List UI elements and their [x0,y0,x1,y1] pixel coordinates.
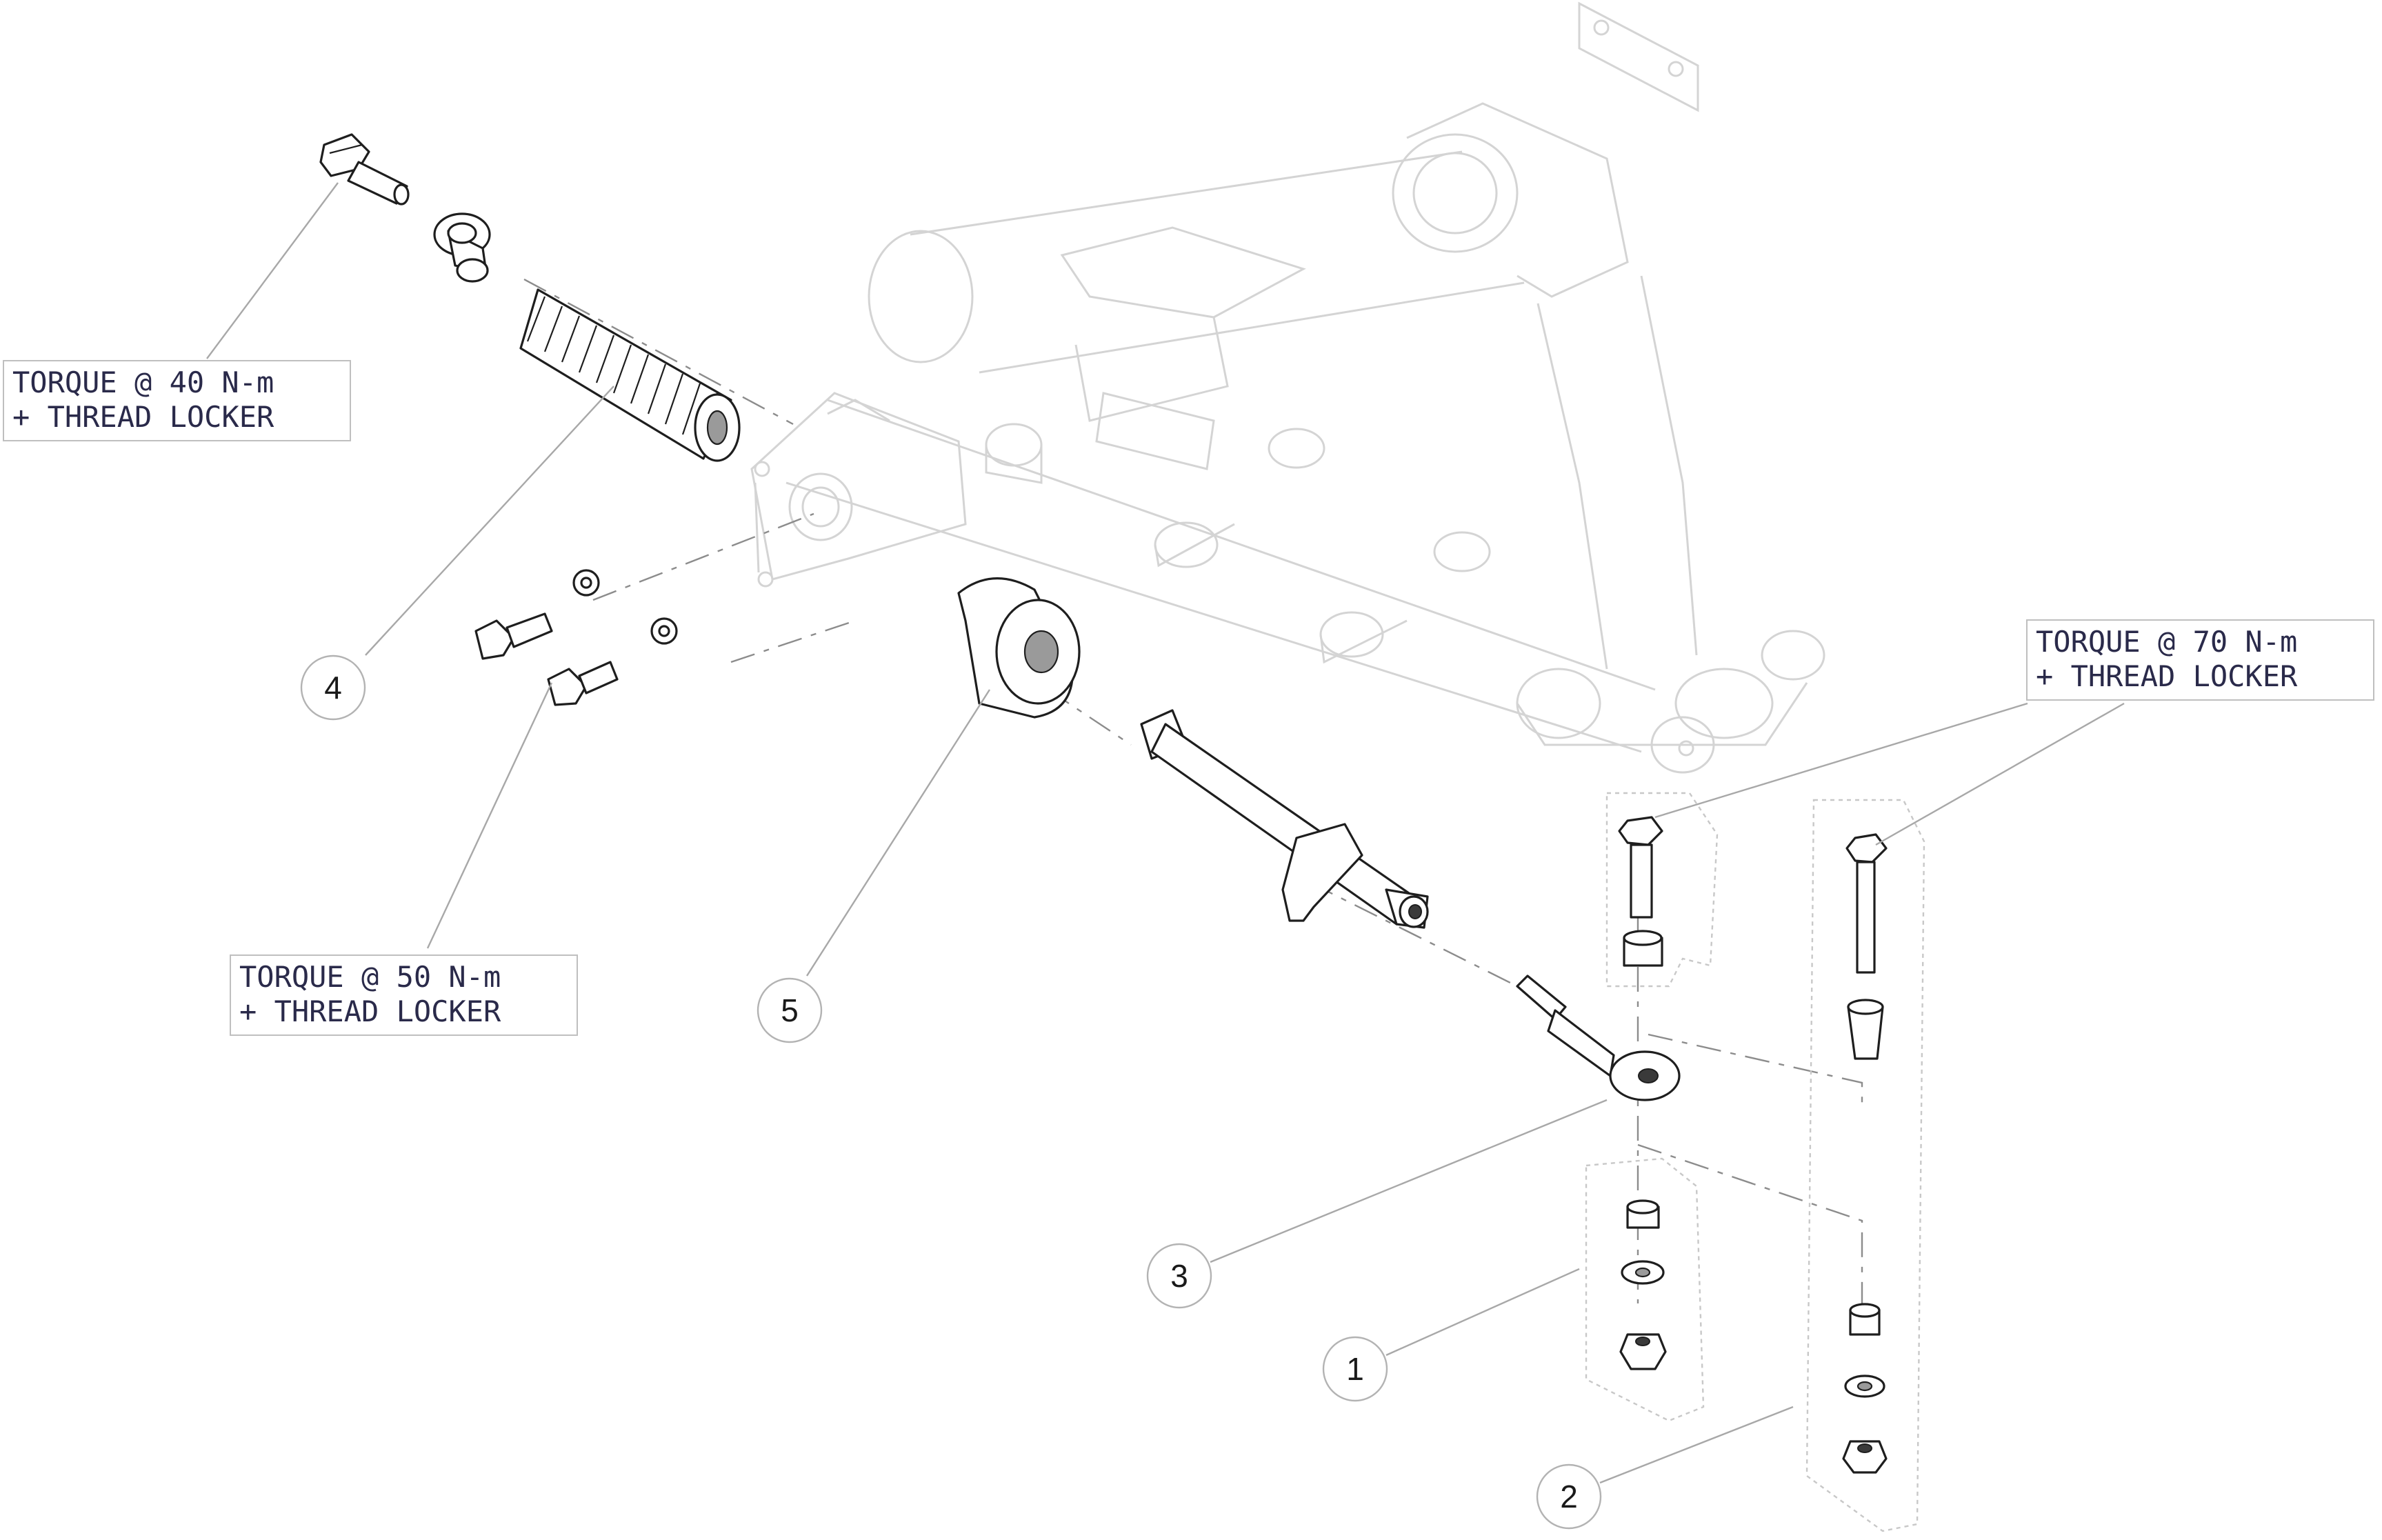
callout-3-number: 3 [1170,1258,1188,1294]
callout-1-number: 1 [1346,1351,1364,1387]
steering-rod-part [1140,709,1429,929]
torque-note-50-line1: TORQUE @ 50 N-m [239,960,501,994]
callout-1: 1 [1322,1336,1388,1402]
callout-5-number: 5 [781,992,799,1028]
callout-bubbles: 1 2 3 4 5 [300,654,1602,1530]
torque-note-40-line2: + THREAD LOCKER [12,400,274,434]
small-bolt-part [474,569,678,706]
rubber-bumper-part [957,577,1081,719]
torque-note-40-line1: TORQUE @ 40 N-m [12,366,274,399]
rod-end-part [1516,974,1681,1101]
torque-note-70-line2: + THREAD LOCKER [2036,659,2298,693]
torque-note-70: TORQUE @ 70 N-m + THREAD LOCKER [2026,619,2374,701]
hardware-kit-1 [1618,816,1667,1370]
callout-2-number: 2 [1560,1479,1578,1514]
kit-group-outlines [1585,792,1925,1532]
torque-note-70-line1: TORQUE @ 70 N-m [2036,625,2298,659]
callout-3: 3 [1146,1243,1212,1309]
coil-spring-part [519,288,741,462]
callout-4: 4 [300,654,366,721]
torque-note-40: TORQUE @ 40 N-m + THREAD LOCKER [3,360,351,441]
torque-note-50-line2: + THREAD LOCKER [239,994,501,1028]
spring-bolt-part [319,133,410,206]
callout-2: 2 [1536,1463,1602,1530]
assembly-axis-lines [523,278,1863,1303]
ghost-frame [750,1,1825,774]
callout-4-number: 4 [324,670,342,706]
leader-lines [206,182,2125,1484]
bushing-part [433,212,491,283]
callout-5: 5 [757,977,823,1043]
hardware-kit-2 [1842,833,1888,1474]
torque-note-50: TORQUE @ 50 N-m + THREAD LOCKER [230,954,578,1036]
